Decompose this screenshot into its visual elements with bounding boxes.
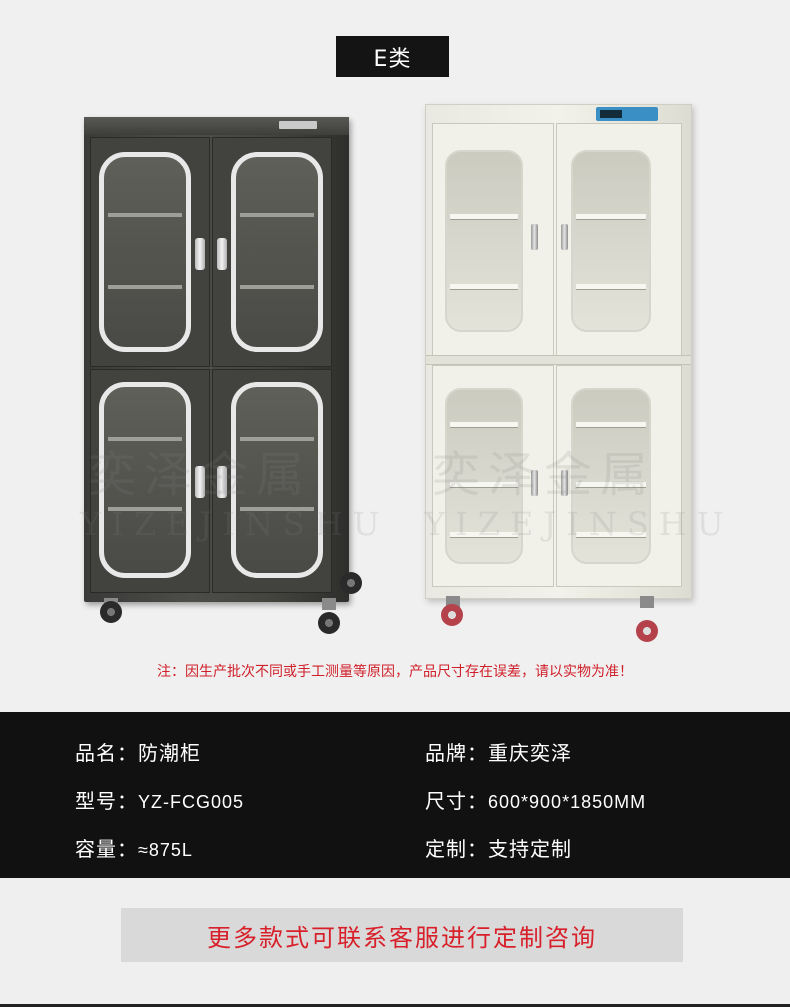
- spec-value: 防潮柜: [138, 741, 201, 765]
- shelf: [240, 285, 314, 289]
- door-handle: [195, 238, 205, 270]
- cabinet-door: [212, 137, 332, 367]
- shelf: [108, 285, 182, 289]
- white-cabinet-image: [425, 104, 692, 599]
- caster-wheel: [340, 572, 362, 594]
- door-handle: [195, 466, 205, 498]
- cabinet-door: [556, 365, 682, 587]
- spec-brand: 品牌：重庆奕泽: [425, 737, 572, 766]
- shelf: [240, 507, 314, 511]
- watermark-text: YIZEJINSHU: [424, 505, 734, 543]
- category-tag: E类: [336, 36, 449, 77]
- cabinet-door: [432, 123, 554, 357]
- spec-size: 尺寸：600*900*1850MM: [425, 785, 646, 814]
- spec-panel: 品名：防潮柜 品牌：重庆奕泽 型号：YZ-FCG005 尺寸：600*900*1…: [0, 712, 790, 878]
- spec-name: 品名：防潮柜: [75, 737, 201, 766]
- bottom-rule: [0, 1004, 790, 1007]
- dark-cabinet-image: [84, 117, 349, 602]
- glass-window: [571, 388, 651, 564]
- cabinet-door: [432, 365, 554, 587]
- shelf: [108, 437, 182, 441]
- spec-model: 型号：YZ-FCG005: [75, 785, 244, 814]
- spec-capacity: 容量：≈875L: [75, 833, 193, 862]
- shelf: [450, 422, 518, 428]
- spec-value: 600*900*1850MM: [488, 792, 647, 812]
- shelf: [240, 437, 314, 441]
- caster-mount: [640, 596, 654, 608]
- caster-wheel: [100, 601, 122, 623]
- shelf: [108, 507, 182, 511]
- shelf: [576, 482, 646, 488]
- cabinet-door: [212, 369, 332, 593]
- glass-window: [445, 150, 523, 332]
- glass-window: [231, 382, 323, 578]
- glass-window: [571, 150, 651, 332]
- door-handle: [561, 470, 568, 496]
- control-panel: [596, 107, 658, 121]
- door-handle: [217, 238, 227, 270]
- spec-label: 尺寸：: [425, 789, 488, 813]
- watermark-text: 奕泽金属: [432, 447, 657, 503]
- caster-wheel: [636, 620, 658, 642]
- shelf: [108, 213, 182, 217]
- caster-wheel: [441, 604, 463, 626]
- caster-wheel: [318, 612, 340, 634]
- spec-value: YZ-FCG005: [138, 792, 245, 812]
- cabinet-nameplate: [279, 121, 317, 129]
- glass-window: [231, 152, 323, 352]
- door-handle: [561, 224, 568, 250]
- door-handle: [531, 224, 538, 250]
- spec-value: 支持定制: [488, 837, 572, 861]
- lcd-display: [600, 110, 622, 118]
- spec-label: 品牌：: [425, 741, 488, 765]
- cabinet-divider: [426, 355, 691, 365]
- caster-mount: [322, 598, 336, 610]
- door-handle: [531, 470, 538, 496]
- spec-value: ≈875L: [138, 840, 193, 860]
- spec-label: 容量：: [75, 837, 138, 861]
- cabinet-door: [90, 369, 210, 593]
- shelf: [576, 422, 646, 428]
- shelf: [576, 284, 646, 290]
- shelf: [450, 482, 518, 488]
- glass-window: [99, 382, 191, 578]
- cabinet-door: [90, 137, 210, 367]
- shelf: [240, 213, 314, 217]
- shelf: [576, 214, 646, 220]
- watermark-text: 奕泽金属: [88, 447, 313, 503]
- shelf: [450, 214, 518, 220]
- spec-custom: 定制：支持定制: [425, 833, 572, 862]
- spec-label: 定制：: [425, 837, 488, 861]
- glass-window: [445, 388, 523, 564]
- shelf: [450, 532, 518, 538]
- contact-service-banner[interactable]: 更多款式可联系客服进行定制咨询: [121, 908, 683, 962]
- watermark-text: YIZEJINSHU: [80, 505, 390, 543]
- measurement-note: 注：因生产批次不同或手工测量等原因，产品尺寸存在误差，请以实物为准！: [157, 664, 633, 680]
- shelf: [450, 284, 518, 290]
- door-handle: [217, 466, 227, 498]
- spec-label: 型号：: [75, 789, 138, 813]
- spec-value: 重庆奕泽: [488, 741, 572, 765]
- spec-label: 品名：: [75, 741, 138, 765]
- glass-window: [99, 152, 191, 352]
- shelf: [576, 532, 646, 538]
- cabinet-door: [556, 123, 682, 357]
